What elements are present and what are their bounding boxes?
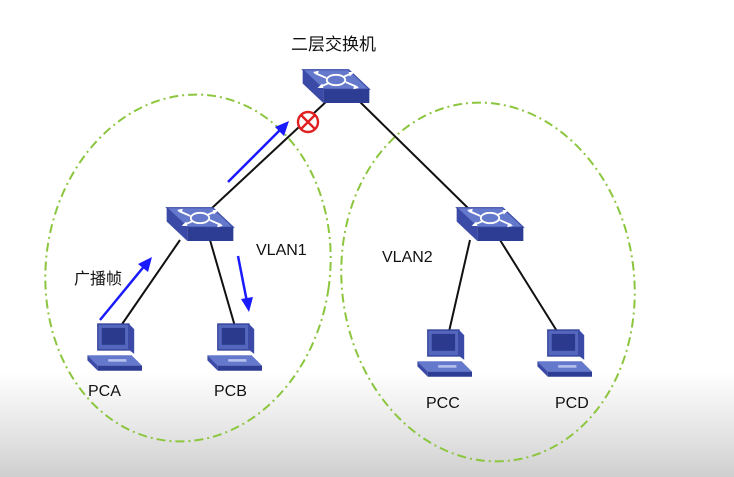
pcd-label: PCD — [555, 395, 589, 412]
vlan1-label: VLAN1 — [256, 242, 307, 259]
pcc-label: PCC — [426, 395, 460, 412]
vlan1-boundary — [44, 93, 332, 443]
broadcast-frame-label: 广播帧 — [74, 271, 123, 288]
pcb-label: PCB — [214, 383, 247, 400]
computer-icon — [536, 329, 593, 378]
link-switch1-pca — [117, 239, 181, 331]
switch-icon — [301, 68, 371, 104]
link-switch2-pcc — [447, 239, 471, 337]
link-switch1-pcb — [209, 239, 237, 331]
core-switch-label: 二层交换机 — [291, 35, 376, 54]
links — [117, 99, 561, 337]
arrow-icon — [227, 121, 289, 183]
broadcast-arrows — [99, 121, 289, 321]
computer-icon — [416, 329, 473, 378]
switch-icon — [165, 206, 235, 242]
computer-icon — [206, 323, 263, 372]
switch-icon — [455, 206, 525, 242]
vlan2-label: VLAN2 — [382, 249, 433, 266]
link-core-switch2 — [357, 99, 471, 211]
pca-label: PCA — [88, 383, 121, 400]
blocked-port-icon — [296, 110, 320, 134]
link-switch2-pcd — [499, 239, 561, 337]
arrow-icon — [99, 257, 152, 321]
computer-icon — [86, 323, 143, 372]
vlan2-boundary — [340, 101, 636, 463]
arrow-icon — [236, 255, 253, 312]
